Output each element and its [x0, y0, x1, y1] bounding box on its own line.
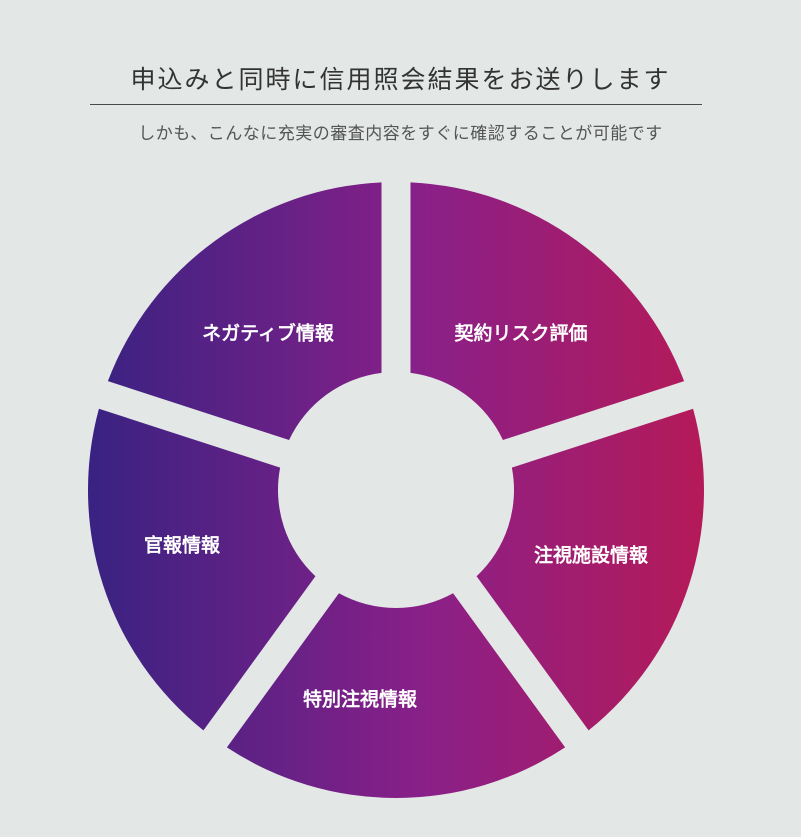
ring-segment-3 [226, 593, 566, 798]
segment-label-5: ネガティブ情報 [202, 322, 335, 345]
segment-label-1: 契約リスク評価 [453, 322, 587, 345]
title-divider [90, 104, 702, 105]
page-title: 申込みと同時に信用照会結果をお送りします [130, 65, 671, 94]
page-subtitle: しかも、こんなに充実の審査内容をすぐに確認することが可能です [138, 124, 663, 144]
ring-segment-5 [107, 182, 382, 441]
ring-segment-2 [476, 408, 704, 731]
ring-segment-4 [88, 408, 316, 731]
segment-label-3: 特別注視情報 [303, 688, 418, 711]
ring-segment-1 [410, 182, 685, 441]
segment-label-4: 官報情報 [144, 534, 221, 557]
segment-label-2: 注視施設情報 [534, 544, 649, 567]
